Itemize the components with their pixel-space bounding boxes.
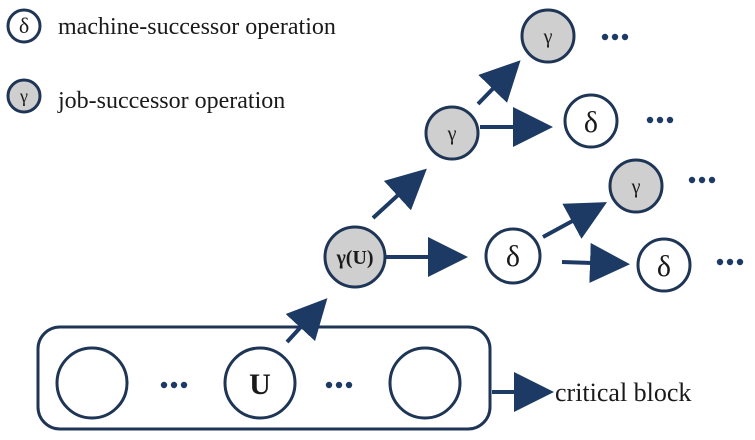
node-delta-level1: δ bbox=[484, 227, 542, 285]
arrow-icon bbox=[476, 60, 521, 106]
arrow-icon bbox=[285, 298, 328, 344]
legend: δ machine-successor operation γ job-succ… bbox=[6, 8, 336, 114]
node-delta-top-label: δ bbox=[584, 106, 598, 139]
legend-delta-symbol: δ bbox=[19, 13, 29, 38]
legend-gamma-node bbox=[6, 78, 42, 114]
critical-block-frame bbox=[36, 325, 492, 431]
node-delta-mid-label: δ bbox=[657, 250, 671, 283]
arrow-icon bbox=[561, 242, 630, 283]
node-gamma-root: γ(U) bbox=[323, 225, 387, 289]
node-gamma-mid-label: γ bbox=[631, 176, 641, 198]
ellipsis-icon bbox=[688, 176, 716, 184]
node-gamma-top: γ bbox=[520, 8, 576, 64]
ellipsis-icon bbox=[325, 381, 353, 389]
node-gamma-top-label: γ bbox=[543, 26, 553, 48]
node-gamma-level1-label: γ bbox=[447, 123, 457, 145]
node-delta-top: δ bbox=[563, 93, 619, 149]
arrow-icon bbox=[542, 202, 608, 239]
block-node-u-label: U bbox=[249, 368, 271, 401]
critical-block: U bbox=[36, 325, 492, 431]
ellipsis-icon bbox=[716, 258, 744, 266]
node-delta-mid: δ bbox=[636, 237, 692, 293]
legend-delta-node bbox=[6, 8, 42, 44]
block-node-right bbox=[388, 346, 462, 420]
critical-block-caption: critical block bbox=[555, 378, 691, 407]
ellipsis-icon bbox=[646, 116, 674, 124]
ellipsis-icon bbox=[601, 33, 629, 41]
arrow-icon bbox=[371, 168, 427, 220]
block-node-u bbox=[223, 346, 297, 420]
legend-gamma-label: job-successor operation bbox=[57, 88, 285, 114]
legend-delta-label: machine-successor operation bbox=[58, 14, 336, 40]
ellipsis-icon bbox=[160, 381, 188, 389]
node-gamma-root-label: γ(U) bbox=[335, 247, 373, 269]
node-gamma-mid: γ bbox=[608, 158, 664, 214]
node-delta-level1-label: δ bbox=[506, 240, 520, 273]
block-node-left bbox=[55, 346, 129, 420]
legend-gamma-symbol: γ bbox=[19, 86, 28, 106]
node-gamma-level1: γ bbox=[424, 105, 480, 161]
